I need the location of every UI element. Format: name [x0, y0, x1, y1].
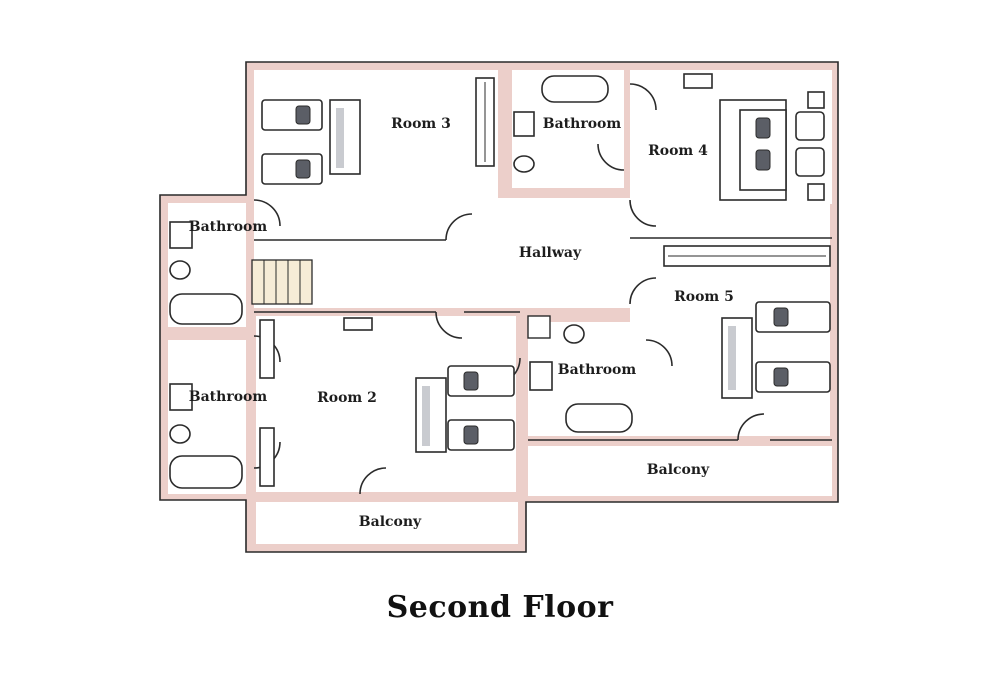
middle-bathroom-fixtures [529, 324, 633, 433]
bathroom-left-lower-label: Bathroom [189, 389, 268, 405]
room3-label: Room 3 [391, 116, 451, 132]
room5-label: Room 5 [674, 289, 734, 305]
balcony-left-label: Balcony [359, 514, 422, 530]
bathroom-middle-label: Bathroom [558, 362, 637, 378]
room2-label: Room 2 [317, 390, 377, 406]
staircase [251, 259, 313, 305]
top-bathroom-fixtures [513, 75, 609, 173]
room4-furniture [683, 73, 825, 201]
hallway-label: Hallway [519, 245, 582, 261]
balcony-right-label: Balcony [647, 462, 710, 478]
floor-title: Second Floor [386, 590, 614, 625]
bathroom-left-upper-label: Bathroom [189, 219, 268, 235]
room2-furniture [259, 317, 515, 487]
room3-furniture [261, 77, 495, 185]
room5-furniture [663, 245, 831, 399]
bathroom-top-label: Bathroom [543, 116, 622, 132]
left-lower-bathroom-fixtures [169, 383, 243, 489]
left-upper-bathroom-fixtures [169, 221, 243, 325]
room4-label: Room 4 [648, 143, 708, 159]
doors [253, 83, 765, 495]
